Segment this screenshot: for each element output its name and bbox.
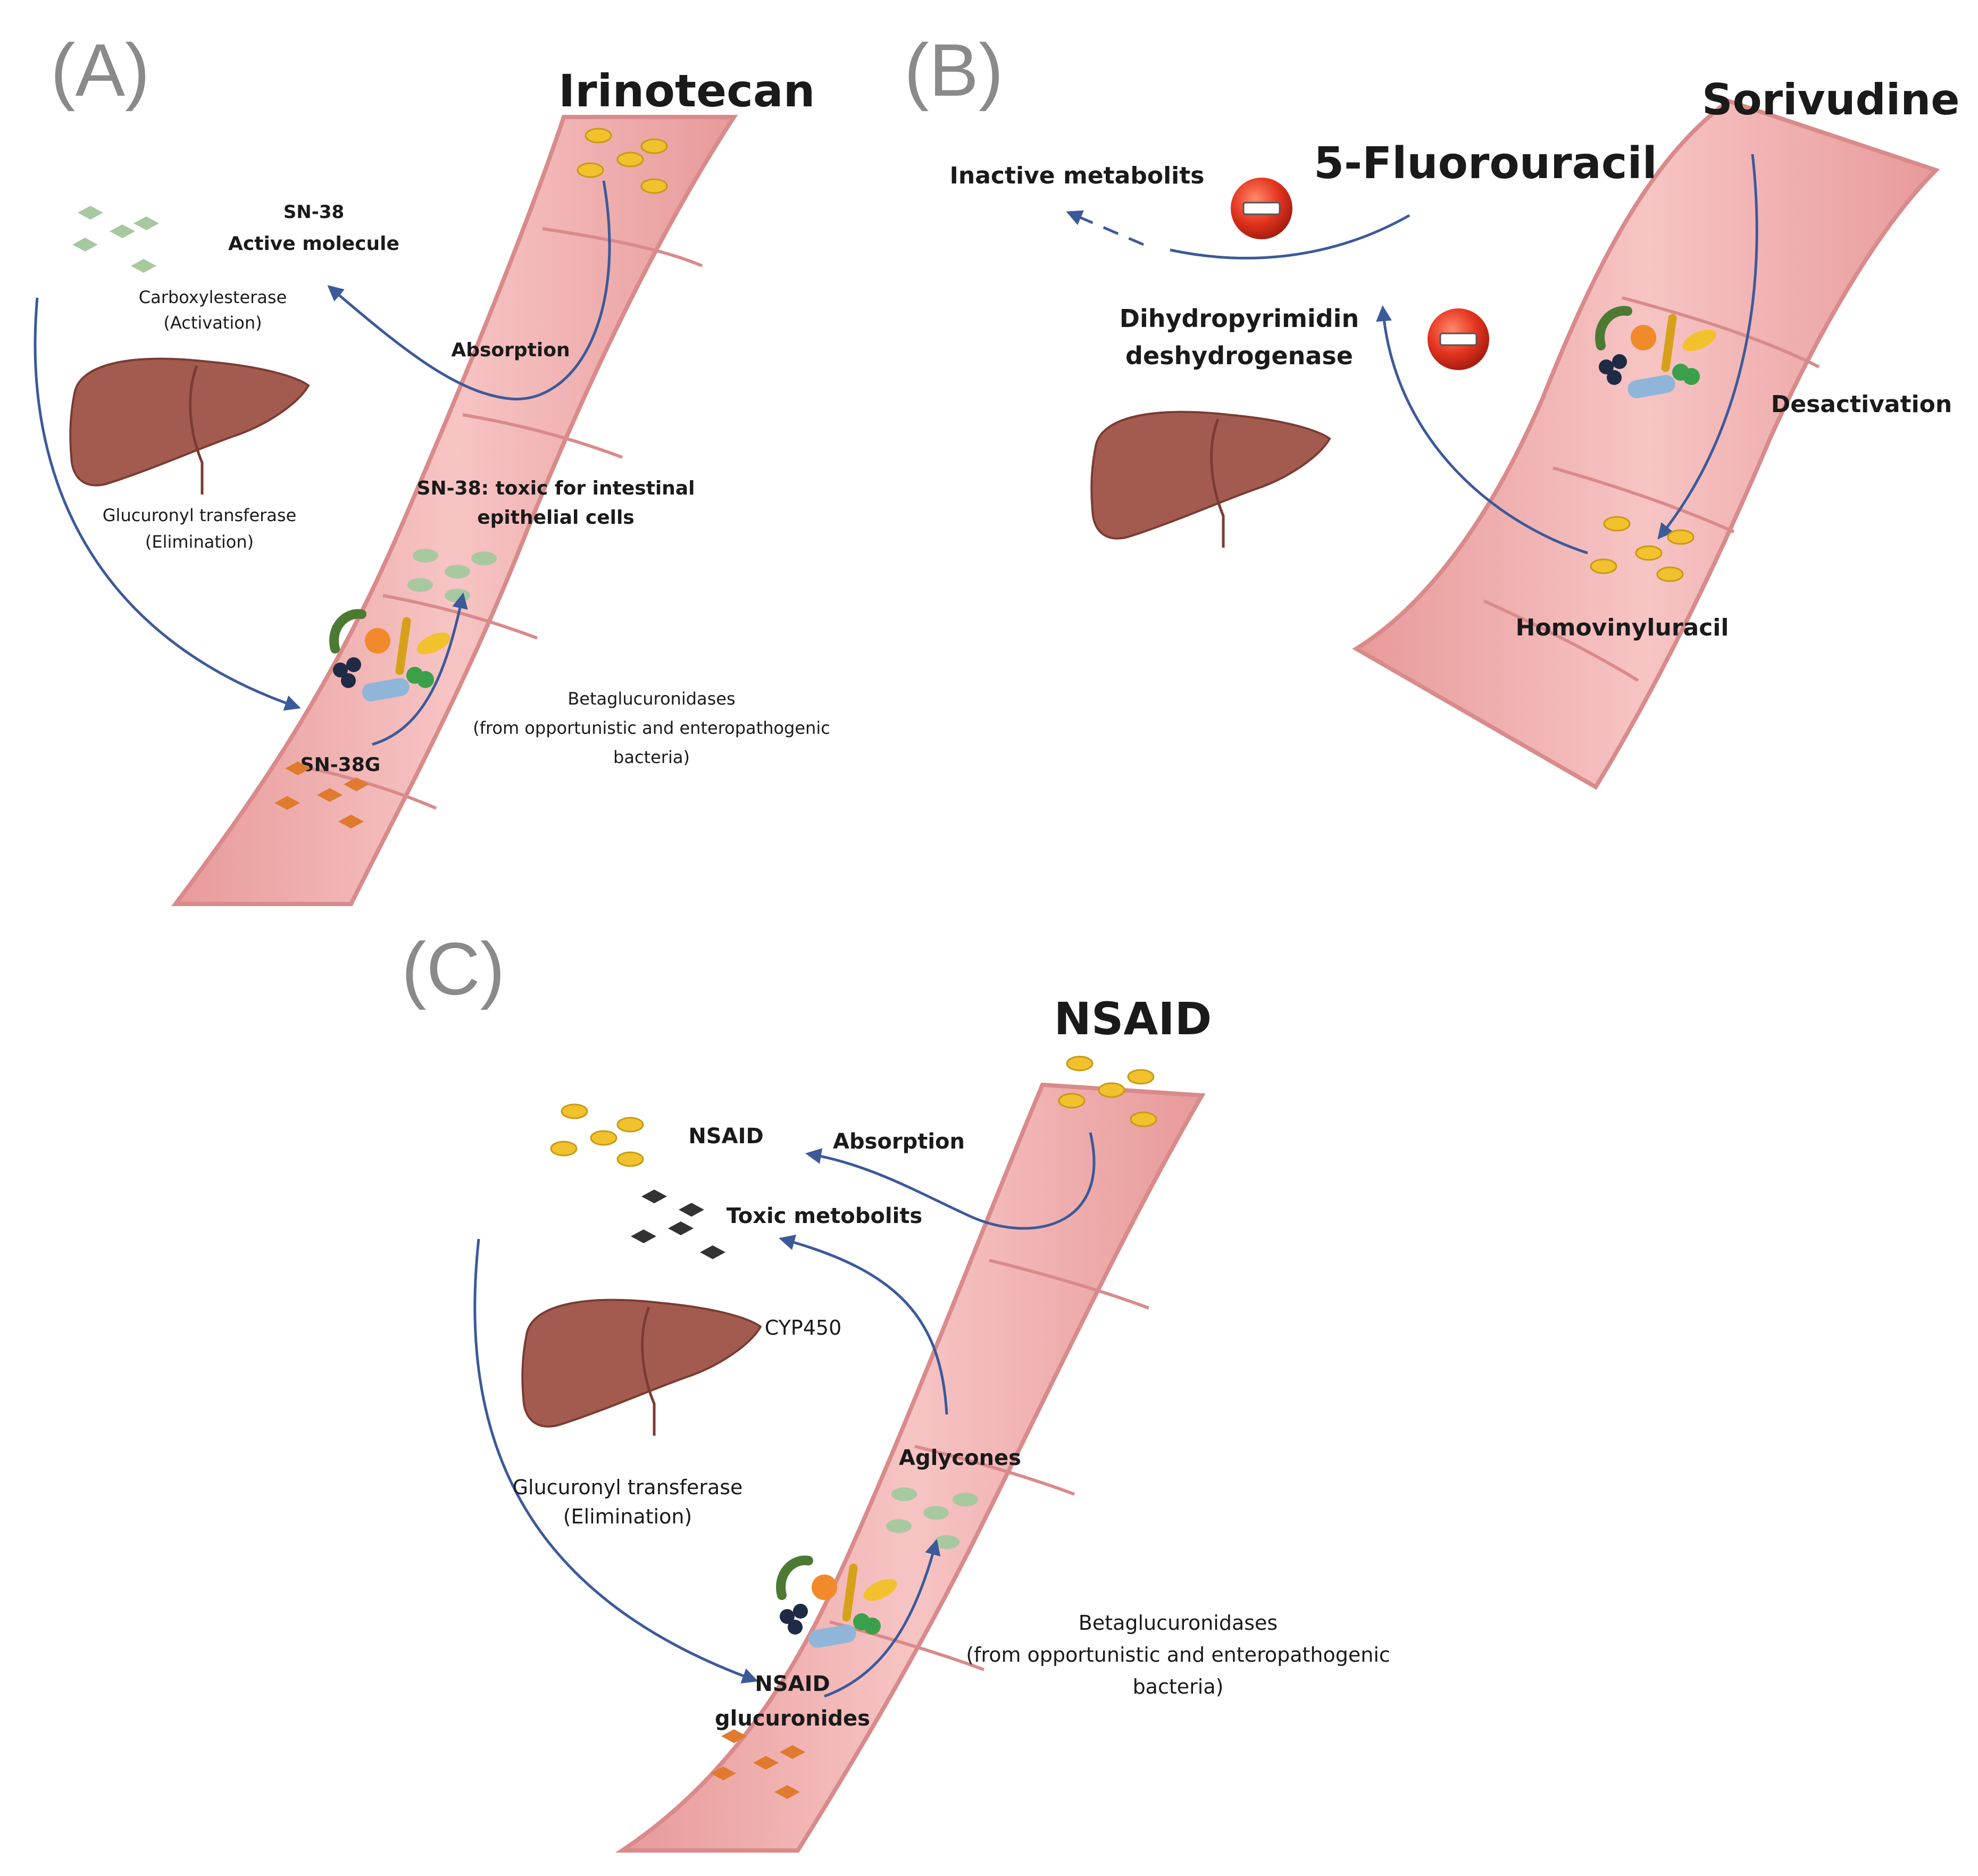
cyp450-label: CYP450 (765, 1316, 842, 1339)
beta-label: Betaglucuronidases (1079, 1611, 1278, 1635)
intestine-icon (1352, 98, 1940, 790)
panel-b: (B) Sorivudine 5-Fluorouracil Inactive m… (904, 28, 1959, 790)
toxic-label: SN-38: toxic for intestinal (417, 478, 695, 499)
elimination-label: (Elimination) (145, 532, 254, 552)
nsaid-label: NSAID (688, 1124, 763, 1149)
deconjugation-arrow (372, 592, 468, 746)
beta-label-2: (from opportunistic and enteropathogenic (473, 718, 830, 738)
inactivation-curve (1170, 214, 1411, 259)
drug-title-irinotecan: Irinotecan (558, 65, 815, 117)
cyp450-arrow (779, 1234, 948, 1415)
dpd-label-2: deshydrogenase (1125, 341, 1353, 370)
glucuronyl-label: Glucuronyl transferase (513, 1476, 743, 1499)
minus-inhibition-icon (1428, 308, 1489, 370)
panel-b-tag: (B) (904, 28, 1004, 112)
beta-label-3: bacteria) (1133, 1675, 1224, 1698)
sn38-pills (72, 206, 159, 273)
carboxylesterase-label: Carboxylesterase (139, 287, 287, 307)
activation-label: (Activation) (163, 313, 262, 333)
desactivation-label: Desactivation (1771, 391, 1952, 418)
absorption-arrow (805, 1132, 1096, 1230)
minus-inhibition-icon (1231, 178, 1292, 239)
beta-label-2: (from opportunistic and enteropathogenic (966, 1643, 1390, 1666)
dpd-label: Dihydropyrimidin (1120, 304, 1359, 333)
homovinyluracil-label: Homovinyluracil (1516, 614, 1729, 641)
nsaid-glucuronides-label: NSAID (755, 1672, 830, 1696)
toxic-metabolite-pills (631, 1190, 725, 1259)
deconjugation-arrow (824, 1539, 941, 1698)
liver-icon (522, 1300, 761, 1436)
elimination-arrow (34, 297, 301, 711)
liver-icon (70, 359, 308, 495)
inactivation-arrow (1066, 210, 1144, 246)
sn38g-label: SN-38G (301, 754, 381, 776)
liver-icon (1091, 412, 1330, 548)
fluorouracil-label: 5-Fluorouracil (1314, 138, 1657, 189)
sn38-active-label: Active molecule (228, 233, 399, 255)
panel-a: (A) Irinotecan SN-38 Active molecule Car… (34, 28, 830, 906)
sn38-label: SN-38 (283, 202, 344, 223)
drug-title-sorivudine: Sorivudine (1702, 75, 1959, 124)
inactive-metabolites-label: Inactive metabolits (950, 162, 1205, 189)
toxic-label-2: epithelial cells (477, 507, 635, 529)
panel-c-tag: (C) (402, 927, 505, 1010)
panel-c: (C) NSAID NSAID Absorption Toxic metobol… (402, 927, 1390, 1853)
dpd-arrow (1376, 305, 1588, 555)
aglycones-label: Aglycones (899, 1446, 1021, 1470)
nsaid-glucuronides-label-2: glucuronides (715, 1706, 870, 1731)
absorption-label: Absorption (451, 339, 570, 361)
absorption-arrow (327, 180, 611, 400)
glucuronyl-label: Glucuronyl transferase (103, 505, 297, 525)
sorivudine-arrow (1657, 154, 1758, 540)
elimination-arrow (473, 1238, 758, 1684)
panel-a-tag: (A) (51, 28, 150, 112)
absorption-label: Absorption (833, 1129, 965, 1154)
beta-label-3: bacteria) (613, 747, 690, 767)
toxic-metabolites-label: Toxic metobolits (727, 1204, 922, 1228)
beta-label: Betaglucuronidases (567, 689, 735, 709)
drug-title-nsaid: NSAID (1054, 993, 1212, 1045)
elimination-label: (Elimination) (563, 1505, 692, 1528)
nsaid-systemic-pills (550, 1103, 644, 1167)
